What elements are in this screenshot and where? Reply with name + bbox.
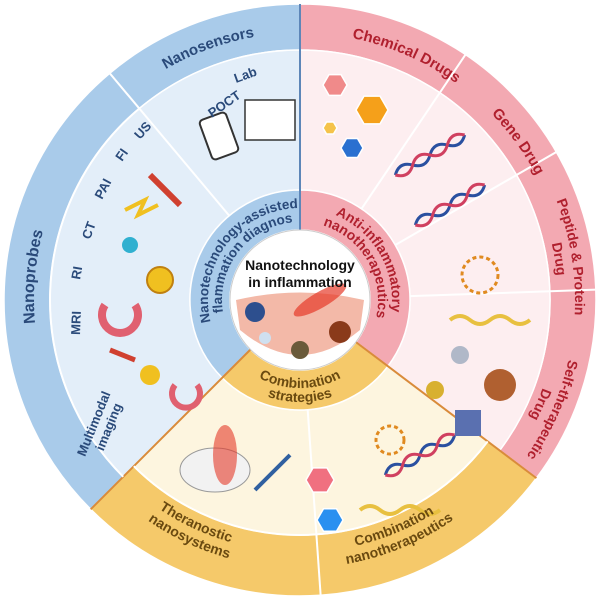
nanoparticle-icon	[426, 381, 444, 399]
mri-label: MRI	[68, 311, 84, 335]
nanoparticle-icon	[329, 321, 351, 343]
chemical-drug-hex-icon	[322, 73, 348, 97]
section-divider	[360, 54, 467, 210]
ct-label: CT	[79, 220, 99, 241]
radioactive-icon	[146, 266, 174, 294]
illustrations	[98, 73, 532, 533]
nanoparticle-icon	[484, 369, 516, 401]
probe-icon	[147, 172, 183, 208]
peptide-drug-label: Drug	[549, 241, 570, 276]
sectors	[3, 3, 597, 597]
lab-label: Lab	[232, 64, 259, 86]
section-divider	[89, 348, 252, 511]
chemical-drug-hex-icon	[322, 121, 338, 135]
divider	[133, 440, 489, 536]
drug-hex-icon	[316, 507, 344, 533]
magnet-icon	[169, 383, 203, 411]
center-line2: in inflammation	[248, 274, 351, 290]
ri-label: RI	[68, 265, 85, 280]
divider	[49, 107, 140, 478]
nanoparticle-icon	[245, 302, 265, 322]
center-line1: Nanotechnology	[245, 257, 355, 273]
magnet-icon	[98, 302, 142, 337]
probe-icon	[109, 347, 136, 363]
phone-device-icon	[198, 111, 240, 161]
protein-icon	[374, 424, 406, 456]
section-divider	[108, 72, 231, 217]
dna-icon	[393, 132, 467, 178]
protein-icon	[460, 255, 500, 295]
lab-instrument-icon	[244, 99, 296, 141]
nanoparticle-icon	[259, 332, 271, 344]
section-divider	[306, 409, 322, 596]
chemical-drug-hex-icon	[340, 137, 364, 159]
nanocube-icon	[455, 410, 481, 436]
nanoparticle-icon	[451, 346, 469, 364]
section-divider	[409, 288, 596, 298]
chemical-drug-hex-icon	[355, 95, 389, 125]
dna-icon	[413, 182, 487, 228]
section-divider	[394, 151, 557, 246]
dna-icon	[383, 432, 457, 478]
drug-hex-icon	[305, 467, 335, 493]
peptide-icon	[358, 504, 442, 516]
inflammation-glow	[293, 283, 347, 317]
nanoparticle-icon	[291, 341, 309, 359]
combination-inner-line2: strategies	[266, 384, 333, 405]
radiation-icon	[122, 237, 138, 253]
radioactive-icon	[140, 365, 160, 385]
section-divider	[355, 341, 537, 479]
theranostic-signal	[213, 425, 237, 485]
syringe-icon	[253, 453, 292, 492]
peptide-icon	[448, 314, 532, 326]
lightning-icon	[124, 195, 159, 220]
